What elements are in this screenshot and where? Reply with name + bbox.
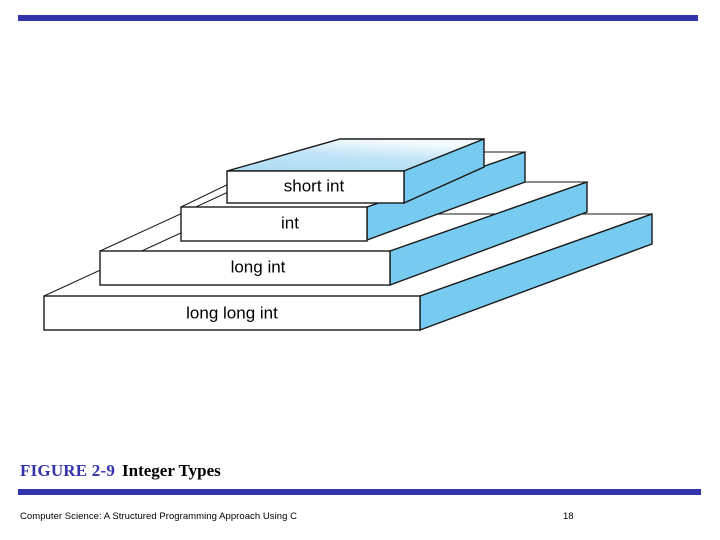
step-4-label: long long int [186,303,278,322]
step-group-long-int: long int [99,181,588,287]
step-4-front-face [43,295,421,331]
step-2-label: int [281,213,299,232]
figure-title: Integer Types [122,461,221,480]
step-group-int: int [180,151,526,242]
staircase-svg: long long int long int int short int [43,137,653,332]
top-divider-rule [18,15,698,21]
step-3-label: long int [231,257,286,276]
step-2-front-face [180,206,368,242]
bottom-divider-rule [18,489,701,495]
step-group-short-int: short int [226,137,485,205]
step-1-label: short int [284,176,345,195]
figure-number: FIGURE 2-9 [20,461,116,480]
figure-diagram: long long int long int int short int [0,120,720,350]
footer-book-title: Computer Science: A Structured Programmi… [20,511,297,522]
step-3-front-face [99,250,391,286]
footer-page-number: 18 [563,511,574,522]
figure-caption: FIGURE 2-9 Integer Types [20,461,221,481]
step-1-front-face [226,170,405,204]
step-group-long-long-int: long long int [43,213,653,332]
